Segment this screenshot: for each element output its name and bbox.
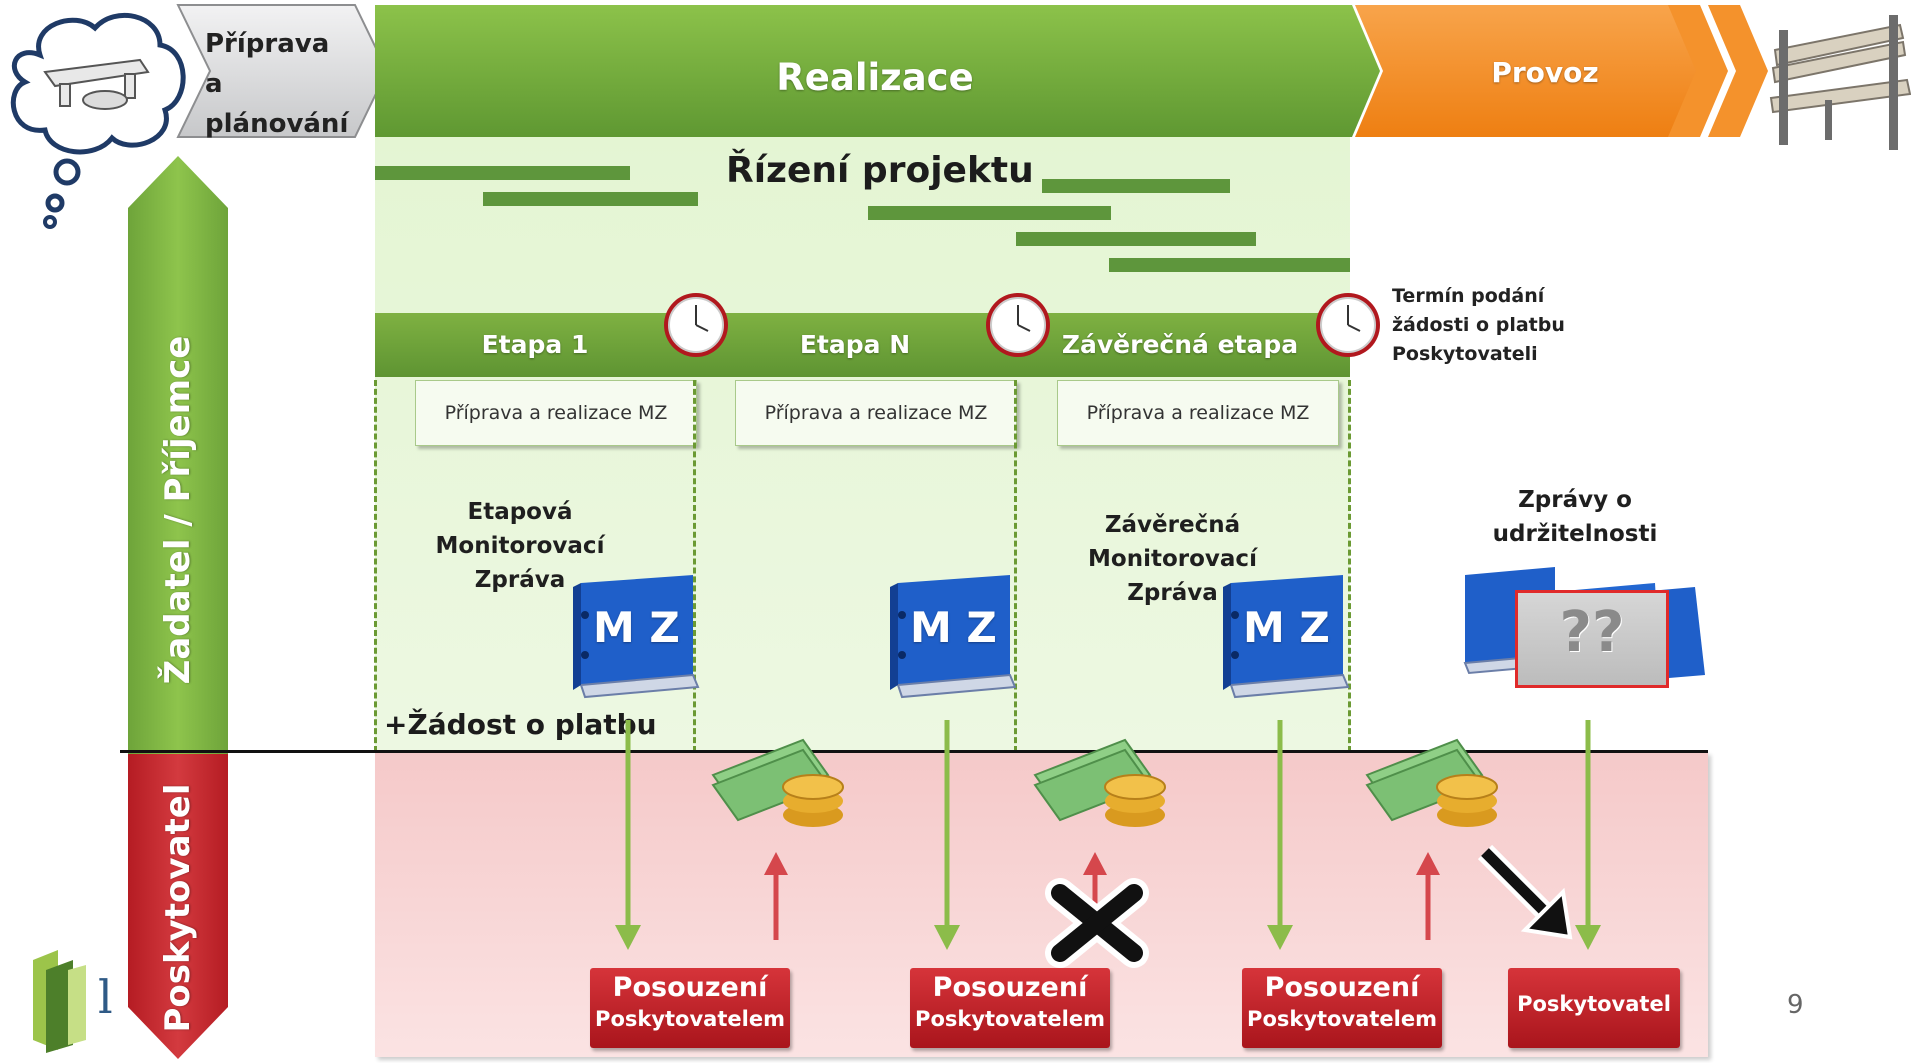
stage-task-box: Příprava a realizace MZ [415, 380, 697, 446]
gantt-bar [868, 206, 1111, 220]
deadline-note-line: Poskytovateli [1392, 343, 1538, 365]
logo-icon [33, 950, 86, 1053]
gantt-bar [1109, 258, 1350, 272]
preparation-phase-label: Příprava a plánování [205, 29, 349, 139]
stage-final-label: Závěrečná etapa [1061, 330, 1299, 359]
deadline-note: Termín podání žádosti o platbu Poskytova… [1392, 282, 1565, 369]
stage-report-label: Etapová Monitorovací Zpráva [420, 495, 620, 597]
stage-1-label: Etapa 1 [481, 330, 589, 359]
report-binder-icon [890, 575, 1017, 699]
assessment-title: Posouzení [612, 972, 768, 1003]
stage-n-label: Etapa N [799, 330, 911, 359]
provider-box-label: Poskytovatel [1517, 992, 1671, 1016]
assessment-box: Posouzení Poskytovatelem [590, 968, 790, 1048]
preparation-phase-arrow [176, 4, 389, 138]
role-separator-line [120, 750, 1708, 753]
realization-phase-arrow [375, 5, 1380, 137]
report-label-line: Zprávy o [1518, 487, 1632, 513]
binder-label: M Z [593, 603, 680, 652]
money-icon [711, 738, 844, 827]
assessment-box: Posouzení Poskytovatelem [1242, 968, 1442, 1048]
applicant-role-arrow [128, 156, 228, 755]
assessment-title: Posouzení [932, 972, 1088, 1003]
assessment-box: Posouzení Poskytovatelem [910, 968, 1110, 1048]
unknown-report-box [1515, 590, 1669, 688]
clock-icon [664, 293, 728, 357]
stage-task-box: Příprava a realizace MZ [1057, 380, 1339, 446]
unknown-report-label: ?? [1559, 600, 1625, 665]
logo-text: l [98, 970, 113, 1024]
diagonal-arrow-icon [1477, 844, 1573, 940]
operation-chevron-1 [1668, 5, 1728, 137]
report-label-line: Monitorovací [1088, 546, 1257, 572]
realization-phase-label: Realizace [776, 56, 974, 99]
binder-label: M Z [1243, 603, 1330, 652]
clock-icon [1316, 293, 1380, 357]
money-icon [1365, 738, 1498, 827]
sustainability-reports-label: Zprávy o udržitelnosti [1480, 483, 1670, 551]
assessment-subtitle: Poskytovatelem [1247, 1007, 1437, 1031]
money-icon [1033, 738, 1166, 827]
stage-divider [1348, 380, 1351, 752]
report-label-line: udržitelnosti [1492, 521, 1658, 547]
rejected-cross-icon [1045, 878, 1149, 968]
operation-phase-arrow [1355, 5, 1700, 137]
provider-role-label: Poskytovatel [158, 783, 198, 1033]
payment-request-label: +Žádost o platbu [384, 708, 657, 741]
binder-label: M Z [910, 603, 997, 652]
report-binder-icon [1223, 575, 1350, 699]
report-binder-icon [573, 575, 700, 699]
gantt-bar [483, 192, 698, 206]
provider-box: Poskytovatel [1508, 968, 1680, 1048]
report-label-line: Zpráva [1127, 580, 1218, 606]
stage-header-bar [375, 313, 1350, 377]
project-management-title: Řízení projektu [726, 150, 1034, 191]
stage-divider [1014, 380, 1017, 752]
report-label-line: Zpráva [474, 567, 566, 593]
operation-chevron-2 [1708, 5, 1768, 137]
assessment-subtitle: Poskytovatelem [595, 1007, 785, 1031]
stage-divider [374, 380, 377, 752]
page-number: 9 [1787, 990, 1804, 1020]
assessment-title: Posouzení [1264, 972, 1420, 1003]
gantt-bar [1016, 232, 1256, 246]
report-label-line: Etapová [467, 499, 573, 525]
bench-sketch-icon [43, 58, 150, 110]
deadline-note-line: žádosti o platbu [1392, 314, 1565, 336]
phase-banner [176, 4, 1768, 138]
report-label-line: Závěrečná [1104, 512, 1241, 538]
gantt-bar [1042, 179, 1230, 193]
stage-task-box: Příprava a realizace MZ [735, 380, 1017, 446]
applicant-role-label: Žadatel / Příjemce [158, 335, 198, 685]
stage-divider [693, 380, 696, 752]
provider-role-arrow [128, 754, 228, 1059]
gantt-bar [375, 166, 630, 180]
deadline-note-line: Termín podání [1392, 285, 1545, 307]
operation-phase-label: Provoz [1491, 56, 1599, 89]
final-report-label: Závěrečná Monitorovací Zpráva [1070, 508, 1275, 610]
clock-icon [986, 293, 1050, 357]
park-bench-icon [1769, 15, 1911, 150]
report-label-line: Monitorovací [435, 533, 605, 559]
assessment-subtitle: Poskytovatelem [915, 1007, 1105, 1031]
thought-bubble-icon [10, 12, 186, 229]
